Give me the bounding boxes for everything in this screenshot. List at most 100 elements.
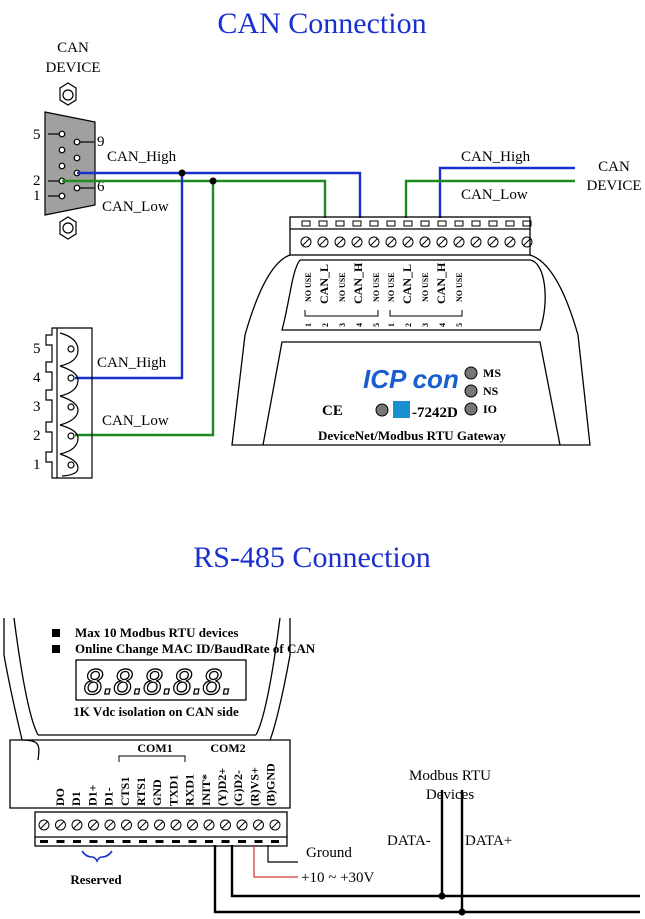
- rs485-title: RS-485 Connection: [193, 541, 431, 574]
- terminal-number: 1: [387, 323, 396, 327]
- terminal-number: 5: [372, 323, 381, 327]
- wire-label-high: CAN_High: [107, 149, 177, 165]
- screw-slot: [73, 821, 81, 829]
- right-high-label: CAN_High: [461, 149, 531, 165]
- terminal-bracket: [304, 310, 379, 317]
- connector-high-label: CAN_High: [97, 355, 167, 371]
- terminal-screw: [419, 236, 431, 248]
- pin-label: RXD1: [183, 774, 197, 806]
- pin2-label: 2: [33, 428, 41, 444]
- terminal-number: 3: [421, 323, 430, 327]
- terminal-slot: [139, 840, 147, 843]
- screw-slot: [404, 238, 412, 246]
- terminal-label: CAN_H: [434, 262, 448, 304]
- terminal-slot: [352, 220, 362, 227]
- terminal-number: 1: [304, 323, 313, 327]
- terminal-label: NO USE: [387, 272, 396, 302]
- screw-slot: [506, 238, 514, 246]
- terminal-slot: [89, 840, 98, 843]
- led-io: IO: [483, 402, 497, 416]
- pin-label: (G)D2-: [231, 770, 245, 806]
- screw-slot: [271, 821, 279, 829]
- model-label: -7242D: [412, 405, 458, 421]
- junction-dot: [178, 169, 186, 177]
- bullet-2: Online Change MAC ID/BaudRate of CAN: [75, 641, 316, 656]
- terminal-slot: [437, 220, 447, 227]
- terminal-slot: [318, 220, 328, 227]
- db9-pin-2: 2: [33, 173, 41, 189]
- wire-label-low: CAN_Low: [102, 199, 169, 215]
- ground-wire: [267, 845, 298, 863]
- can-low-wire-right: [404, 179, 575, 218]
- terminal-slot: [301, 220, 311, 227]
- terminal-screw: [253, 819, 264, 831]
- terminal-screw: [385, 236, 397, 248]
- terminal-slot: [56, 840, 65, 843]
- pin-label: D1-: [102, 787, 116, 806]
- terminal-slot: [335, 220, 345, 227]
- screw-slot: [139, 821, 147, 829]
- screw-slot: [319, 238, 327, 246]
- terminal-screw: [317, 236, 329, 248]
- terminal-screw: [88, 819, 99, 831]
- power-label: +10 ~ +30V: [301, 870, 375, 886]
- screw-slot: [188, 821, 197, 829]
- terminal-slot: [403, 220, 413, 227]
- data-plus-bus: [213, 845, 640, 914]
- screw-slot: [221, 821, 230, 829]
- bullet-square: [52, 629, 60, 637]
- pin1-label: 1: [33, 457, 41, 473]
- screw-slot: [455, 238, 463, 246]
- terminal-label: CAN_H: [351, 262, 365, 304]
- can-high-wire-5pin: [75, 173, 184, 380]
- terminal-slot: [172, 840, 180, 843]
- terminal-slot: [73, 840, 81, 843]
- can-high-wire-right: [438, 166, 575, 218]
- terminal-screw: [104, 819, 116, 831]
- pin4-label: 4: [33, 370, 41, 386]
- terminal-screw: [504, 236, 516, 248]
- reserved-brace: [81, 850, 113, 863]
- rs485-terminal-screws: [38, 819, 281, 843]
- pin-label: INIT*: [199, 774, 213, 806]
- terminal-screw: [121, 819, 132, 831]
- terminal-screw: [269, 819, 281, 831]
- left-device-label-1: CAN: [57, 40, 89, 56]
- terminal-slot: [386, 220, 396, 227]
- pin-label: TXD1: [166, 775, 180, 806]
- pin3-label: 3: [33, 399, 41, 415]
- screw-slot: [122, 821, 131, 829]
- terminal-label: NO USE: [338, 272, 347, 302]
- db9-pin-6: 6: [97, 179, 105, 195]
- terminal-screw: [402, 236, 414, 248]
- screw-slot: [205, 821, 213, 829]
- terminal-screw: [137, 819, 149, 831]
- svg-text:ICP con: ICP con: [363, 364, 459, 394]
- pin-label: GND: [150, 779, 164, 806]
- terminal-slot: [471, 220, 481, 227]
- terminal-number: 2: [404, 323, 413, 327]
- screw-slot: [438, 238, 446, 246]
- screw-slot: [302, 238, 310, 246]
- terminal-screw: [487, 236, 499, 248]
- icpdas-icon: [393, 401, 410, 418]
- terminal-slot: [188, 840, 197, 843]
- terminal-screw: [300, 236, 312, 248]
- pin-label: (Y)D2+: [215, 768, 229, 806]
- modbus-label-1: Modbus RTU: [409, 768, 491, 784]
- data-minus-label: DATA-: [387, 833, 431, 849]
- terminal-screw: [170, 819, 182, 831]
- terminal-screw: [436, 236, 448, 248]
- pin-label: D1+: [85, 784, 99, 806]
- terminal-slot: [238, 840, 246, 843]
- terminal-slot: [205, 840, 213, 843]
- can-title: CAN Connection: [217, 7, 426, 40]
- right-low-label: CAN_Low: [461, 187, 528, 203]
- pin-label: (B)GND: [264, 763, 278, 806]
- terminal-label: NO USE: [421, 272, 430, 302]
- terminal-label: NO USE: [372, 272, 381, 302]
- terminal-slot: [369, 220, 379, 227]
- data-plus-label: DATA+: [465, 833, 512, 849]
- screw-slot: [353, 238, 361, 246]
